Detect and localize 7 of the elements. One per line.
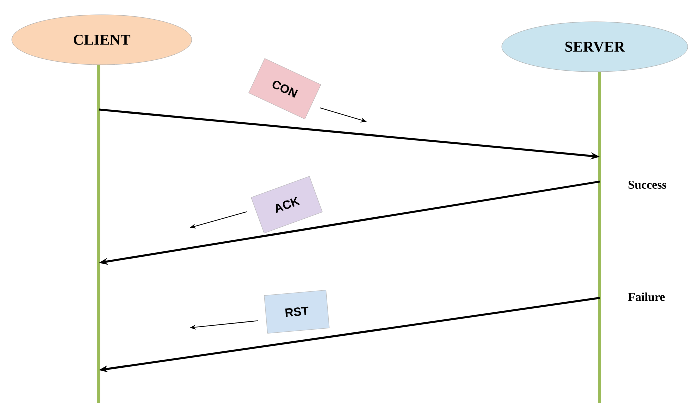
status-label: Success: [628, 180, 667, 190]
message-box: ACK: [251, 176, 323, 234]
lifeline: [598, 72, 602, 403]
status-label: Failure: [628, 292, 665, 302]
lifeline: [98, 65, 100, 403]
message-box: CON: [248, 58, 322, 120]
message-box: RST: [264, 290, 330, 334]
